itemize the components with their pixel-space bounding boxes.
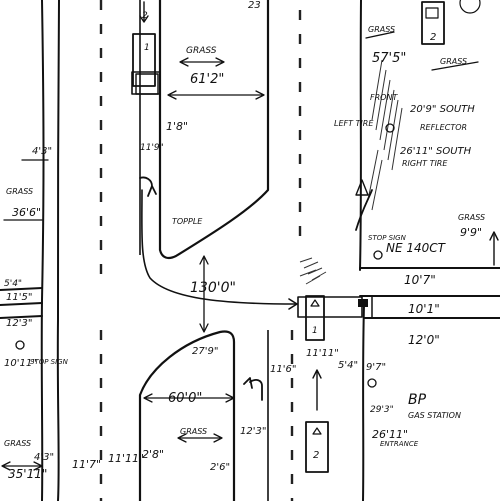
label-2-6: 2'6" xyxy=(210,462,230,473)
label-topple: TOPPLE xyxy=(172,217,203,226)
vehicle-2-lane-label: 2 xyxy=(142,11,148,21)
reflector-mark xyxy=(355,179,369,196)
lane-markings xyxy=(99,0,302,501)
vehicle-2-top-lane: 2 xyxy=(135,1,159,95)
label-57-5: 57'5" xyxy=(372,51,406,66)
reflector-marker xyxy=(385,123,395,133)
west-street-edge-3 xyxy=(0,315,43,319)
scene-labels: GRASS 61'2" 57'5" GRASS GRASS 1'8" 11'9"… xyxy=(4,0,485,481)
dimension-arrows xyxy=(1,31,479,471)
label-5-4-mid: 5'4" xyxy=(338,360,358,371)
label-grass-5: GRASS xyxy=(180,427,207,436)
label-10-1: 10'1" xyxy=(408,302,440,316)
vehicle-2-top-label: 2 xyxy=(430,32,436,43)
label-entrance: ENTRANCE xyxy=(380,440,419,448)
crosswalk-box xyxy=(297,296,363,318)
label-1-8: 1'8" xyxy=(166,120,188,133)
label-20-9: 20'9" SOUTH xyxy=(410,104,475,115)
label-61-2: 61'2" xyxy=(190,72,224,87)
label-grass-4: GRASS xyxy=(458,213,485,222)
vehicle-2-bottom-label: 2 xyxy=(313,450,319,461)
vehicle-1-bottom-label: 1 xyxy=(312,326,318,336)
vehicle-2-top: 2 xyxy=(421,0,481,45)
label-ne-140ct: NE 140CT xyxy=(386,241,447,255)
label-bp: BP xyxy=(408,392,427,408)
label-12-3: 12'3" xyxy=(6,318,32,329)
tire-mark xyxy=(355,189,373,231)
label-26-11-south: 26'11" SOUTH xyxy=(400,146,472,157)
label-11-5: 11'5" xyxy=(6,292,32,303)
turn-arrow-left xyxy=(139,176,157,197)
west-curb-line xyxy=(40,0,45,501)
cross-street-east xyxy=(359,267,500,319)
stop-sign-post xyxy=(358,299,368,307)
label-4-3-top: 4'3" xyxy=(32,146,52,157)
road-edges xyxy=(40,0,365,501)
vehicle-2-bottom: 2 xyxy=(305,369,329,473)
median-island-north xyxy=(158,0,270,260)
path-arrowhead-1 xyxy=(288,298,298,310)
label-grass-top-right: GRASS xyxy=(368,25,395,34)
label-grass-1: GRASS xyxy=(186,46,217,56)
label-right-tire: RIGHT TIRE xyxy=(402,159,448,168)
label-reflector: REFLECTOR xyxy=(420,123,467,132)
label-11-11-b: 11'11" xyxy=(108,452,144,465)
vehicle-2-debris-circle xyxy=(459,0,481,14)
label-60-0: 60'0" xyxy=(168,391,202,406)
west-side-street xyxy=(0,287,43,319)
label-27-9: 27'9" xyxy=(192,346,218,357)
label-11-11-mid: 11'11" xyxy=(306,348,339,359)
label-35-11: 35'11" xyxy=(8,467,47,481)
label-130-0: 130'0" xyxy=(190,280,236,296)
label-front: FRONT xyxy=(370,93,398,102)
label-10-7: 10'7" xyxy=(404,273,436,287)
label-stop-sign-ne: STOP SIGN xyxy=(368,234,407,242)
east-road-edge-south xyxy=(362,304,365,501)
u-turn-arrow xyxy=(243,377,263,401)
label-2-8: 2'8" xyxy=(142,448,164,461)
label-23: 23 xyxy=(248,0,261,11)
label-5-4: 5'4" xyxy=(4,279,22,289)
label-stop-sign-left: STOP SIGN xyxy=(30,358,69,366)
debris-field xyxy=(299,59,403,285)
label-12-0: 12'0" xyxy=(408,333,440,347)
vehicle-1-bottom: 1 xyxy=(305,295,325,341)
stop-sign-south-marker xyxy=(367,378,377,388)
stop-sign-ne-marker xyxy=(373,250,383,260)
label-11-6: 11'6" xyxy=(270,364,296,375)
label-36-6: 36'6" xyxy=(12,206,41,219)
label-gas-station: GAS STATION xyxy=(408,411,461,420)
vehicle-1-label: 1 xyxy=(144,43,150,53)
label-9-9: 9'9" xyxy=(460,226,482,239)
label-left-tire: LEFT TIRE xyxy=(334,119,374,128)
stop-sign-west-marker xyxy=(15,340,25,350)
west-street-edge-2 xyxy=(0,302,43,306)
dim-arrows-130 xyxy=(199,255,209,333)
vehicle-1-path xyxy=(141,189,297,305)
label-29-3: 29'3" xyxy=(370,405,394,415)
label-11-7: 11'7" xyxy=(72,458,101,471)
label-11-9: 11'9" xyxy=(140,143,164,153)
west-road-edge xyxy=(56,0,60,501)
east-road-edge-north xyxy=(359,0,362,271)
label-grass-3: GRASS xyxy=(6,187,33,196)
label-26-11-entrance: 26'11" xyxy=(372,428,408,441)
label-4-3-b: 4'3" xyxy=(34,452,54,463)
west-street-edge-1 xyxy=(0,287,43,291)
label-grass-2: GRASS xyxy=(440,57,467,66)
label-12-3-b: 12'3" xyxy=(240,426,266,437)
label-9-7: 9'7" xyxy=(366,362,386,373)
median-island-south xyxy=(138,330,236,501)
label-grass-6: GRASS xyxy=(4,439,31,448)
label-10-11: 10'11" xyxy=(4,358,37,369)
